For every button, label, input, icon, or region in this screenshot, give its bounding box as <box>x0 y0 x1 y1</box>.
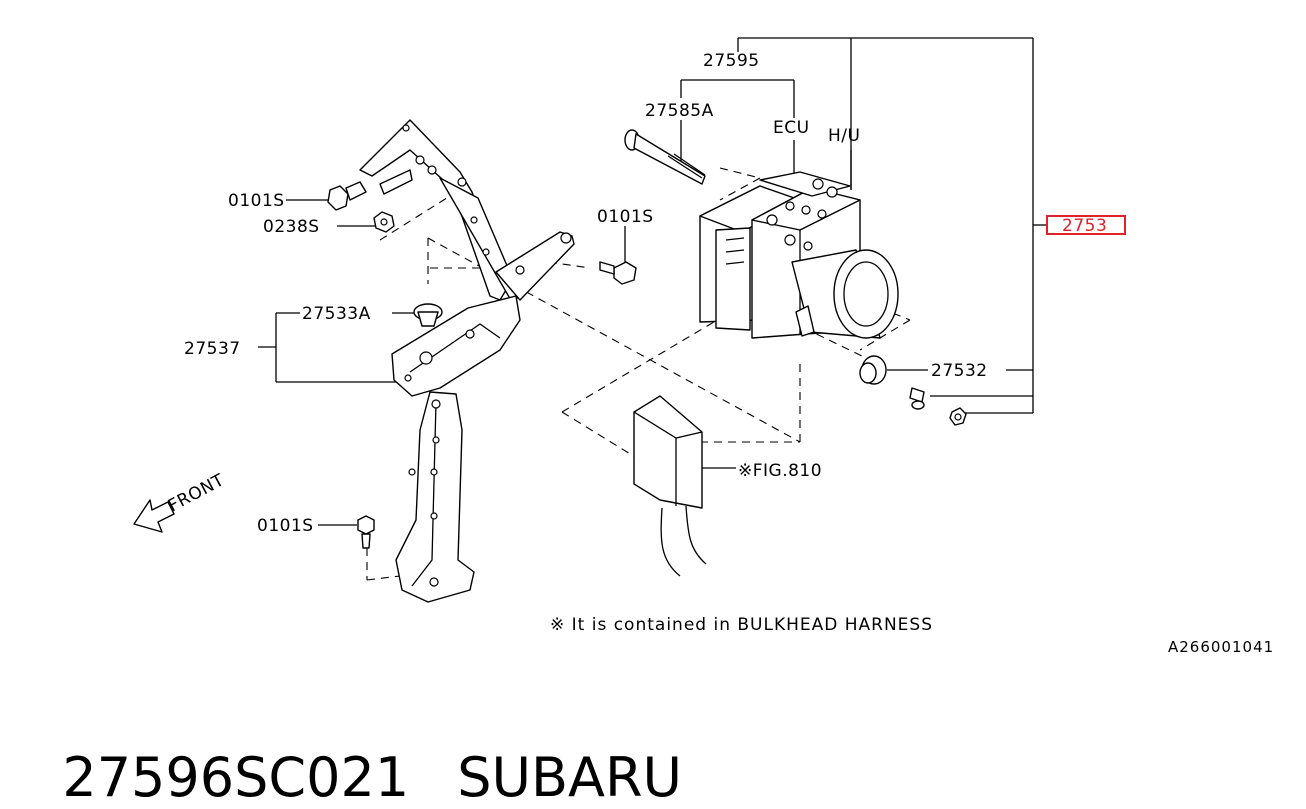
brand-name: SUBARU <box>457 746 683 809</box>
drawing-code: A266001041 <box>1168 638 1274 656</box>
parts-diagram: 27595 27585A ECU H/U 2753 0101S 0238S 01… <box>133 37 1274 656</box>
part-footer: 27596SC021 SUBARU <box>28 683 682 809</box>
bulkhead-note: ※ It is contained in BULKHEAD HARNESS <box>550 615 933 635</box>
label-27532[interactable]: 27532 <box>931 361 988 381</box>
label-27585a[interactable]: 27585A <box>645 101 714 121</box>
label-0101s-mid[interactable]: 0101S <box>597 207 654 227</box>
label-front: FRONT <box>165 470 228 516</box>
hydraulic-unit <box>699 171 899 339</box>
label-27537[interactable]: 27537 <box>184 339 241 359</box>
label-27533a[interactable]: 27533A <box>302 304 371 324</box>
label-fig810[interactable]: ※FIG.810 <box>738 461 822 481</box>
grommet-27533a <box>413 303 443 327</box>
label-27595[interactable]: 27595 <box>703 51 760 71</box>
front-arrow-icon <box>133 499 175 533</box>
collar <box>909 387 925 410</box>
leader-lines <box>680 37 1046 469</box>
bolt-0101s-low <box>357 515 375 549</box>
labels: 27595 27585A ECU H/U 2753 0101S 0238S 01… <box>165 51 1274 656</box>
bolt-0101s-mid <box>599 261 637 285</box>
label-ecu[interactable]: ECU <box>773 118 810 138</box>
nut-0238s <box>373 211 395 233</box>
harness-connector <box>633 395 707 577</box>
label-0238s[interactable]: 0238S <box>263 217 320 237</box>
mounting-bracket <box>359 119 575 603</box>
label-0101s-low[interactable]: 0101S <box>257 516 314 536</box>
long-bolt <box>624 129 706 185</box>
label-0101s-top[interactable]: 0101S <box>228 191 285 211</box>
label-2753-highlighted[interactable]: 2753 <box>1062 216 1107 236</box>
part-number: 27596SC021 <box>62 746 410 809</box>
nut-right <box>949 407 967 426</box>
highlight-box <box>1046 215 1126 235</box>
grommet-27532 <box>859 355 887 385</box>
bracket-leader-lines <box>258 199 626 526</box>
label-hu[interactable]: H/U <box>828 126 860 146</box>
bolt-0101s-top <box>327 181 367 211</box>
